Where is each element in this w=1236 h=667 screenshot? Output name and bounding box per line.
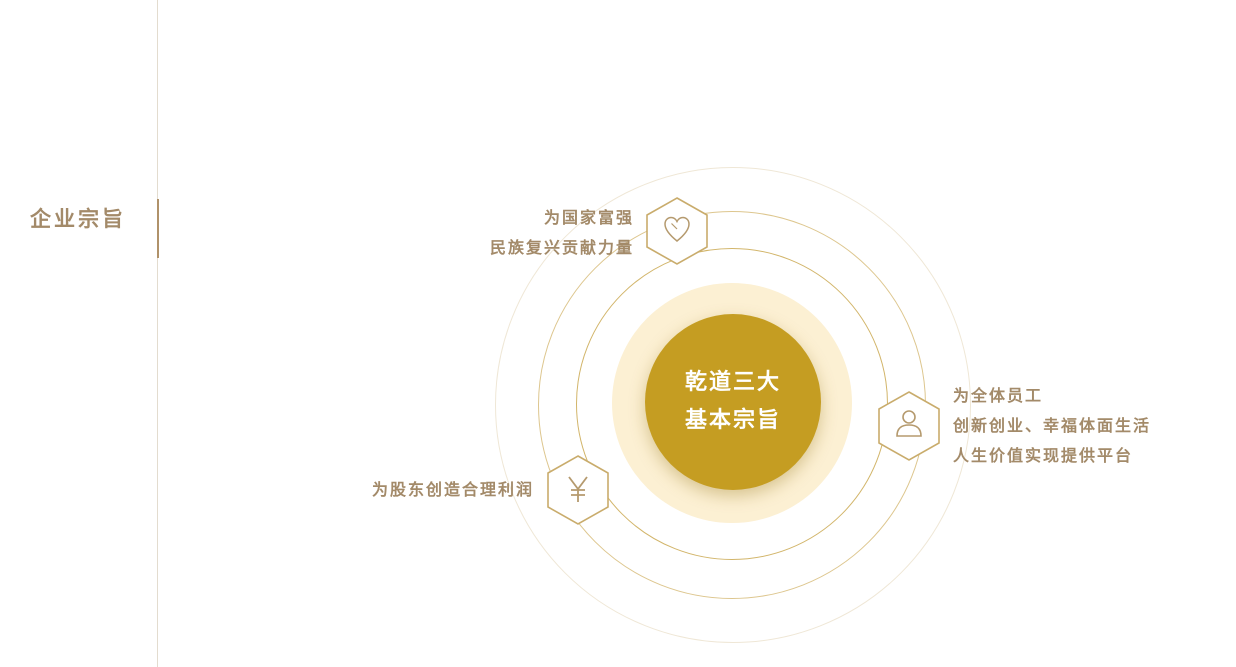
purpose-employees-line1: 为全体员工 <box>953 386 1044 405</box>
purpose-shareholders-line1: 为股东创造合理利润 <box>371 480 534 499</box>
section-indicator <box>157 199 159 258</box>
purpose-employees-line2: 创新创业、幸福体面生活 <box>953 416 1152 435</box>
purpose-shareholders-text: 为股东创造合理利润 <box>372 475 534 505</box>
section-title: 企业宗旨 <box>30 207 126 231</box>
core-title-line1: 乾道三大 <box>684 370 781 395</box>
purpose-nation-line1: 为国家富强 <box>543 208 634 227</box>
person-hex-badge <box>878 391 940 461</box>
outer-ring <box>495 167 971 643</box>
heart-hex-badge <box>646 197 708 265</box>
heart-icon <box>664 216 690 242</box>
person-icon <box>896 410 922 437</box>
purpose-employees-line3: 人生价值实现提供平台 <box>953 446 1134 465</box>
yen-hex-badge <box>547 455 609 525</box>
vertical-divider <box>157 0 158 667</box>
core-circle: 乾道三大 基本宗旨 <box>645 314 821 490</box>
core-title-line2: 基本宗旨 <box>684 408 781 433</box>
purpose-nation-line2: 民族复兴贡献力量 <box>489 238 634 257</box>
purpose-nation-text: 为国家富强 民族复兴贡献力量 <box>490 203 634 263</box>
purpose-employees-text: 为全体员工 创新创业、幸福体面生活 人生价值实现提供平台 <box>953 381 1151 471</box>
yen-icon <box>568 476 588 502</box>
